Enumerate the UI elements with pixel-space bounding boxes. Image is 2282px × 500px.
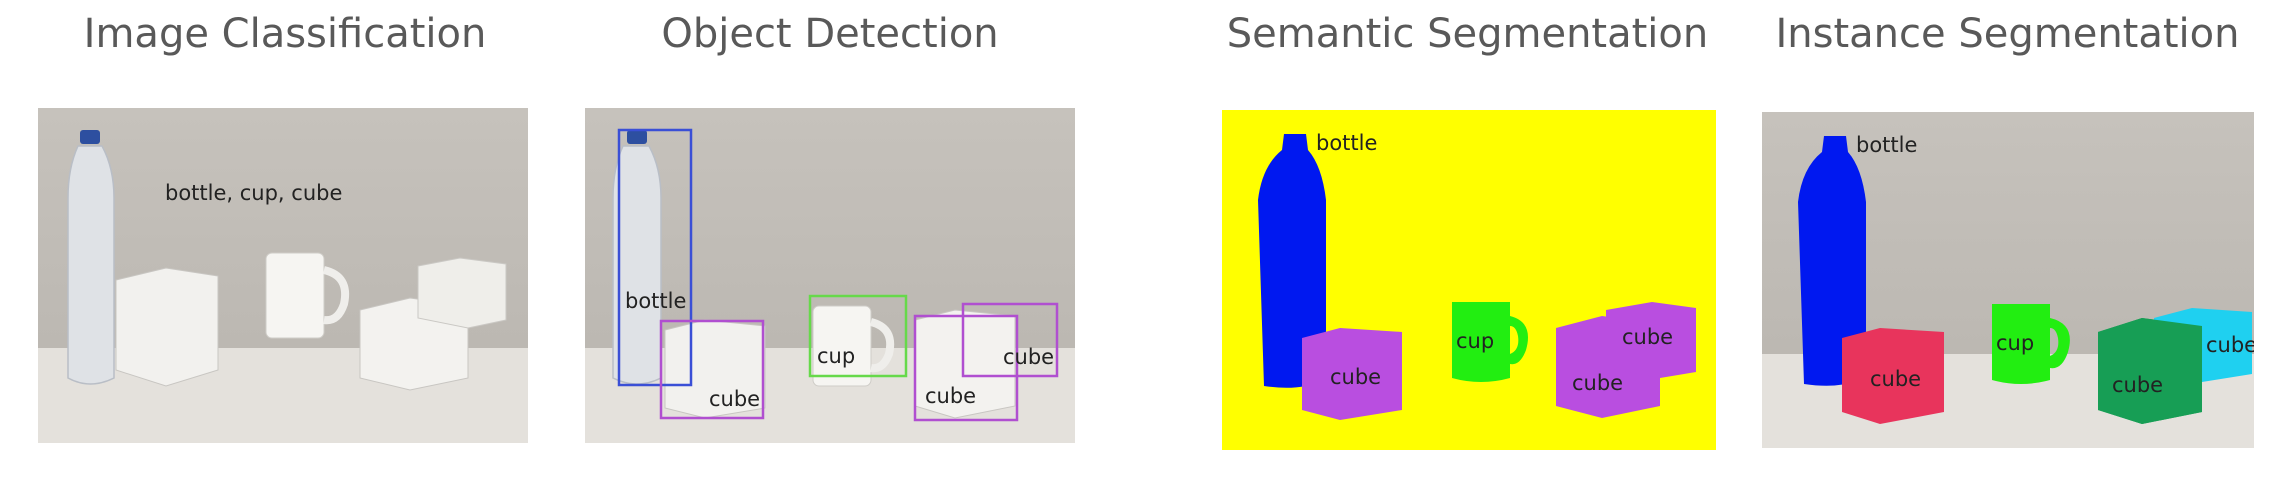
instance-label-cube-2: cube [2112,373,2163,397]
classification-label: bottle, cup, cube [165,181,342,205]
semantic-cube-3 [1606,302,1696,378]
semantic-cup [1452,302,1528,382]
semantic-label-bottle: bottle [1316,131,1377,155]
semantic-label-cube-1: cube [1330,365,1381,389]
detection-label-cube-1: cube [709,387,760,411]
bbox-cube-2 [913,314,1019,422]
semantic-label-cube-3: cube [1622,325,1673,349]
instance-cube-1 [1842,328,1944,424]
title-instance-segmentation: Instance Segmentation [1775,11,2240,57]
detection-label-bottle: bottle [625,289,686,313]
title-image-classification: Image Classification [83,11,487,57]
title-object-detection: Object Detection [661,11,999,57]
semantic-cube-1 [1302,328,1402,420]
instance-cup [1992,304,2070,384]
instance-bottle [1798,136,1866,386]
classification-photo: bottle, cup, cube [38,108,528,443]
bbox-cup [808,294,908,378]
semantic-segmentation-mask: bottle cube cup cube cube [1222,110,1716,450]
instance-segmentation-photo: bottle cube cup cube cube [1762,112,2254,448]
bbox-cube-3 [961,302,1059,378]
bbox-bottle [617,128,693,387]
semantic-bottle [1258,134,1326,388]
instance-label-cube-3: cube [2206,333,2254,357]
title-semantic-segmentation: Semantic Segmentation [1226,11,1709,57]
bbox-cube-1 [659,319,765,420]
detection-photo: bottle cube cup cube cube [585,108,1075,443]
instance-label-cube-1: cube [1870,367,1921,391]
semantic-label-cube-2: cube [1572,371,1623,395]
instance-label-cup: cup [1996,331,2034,355]
semantic-label-cup: cup [1456,329,1494,353]
detection-label-cube-2: cube [925,384,976,408]
detection-label-cup: cup [817,344,855,368]
instance-label-bottle: bottle [1856,133,1917,157]
detection-label-cube-3: cube [1003,345,1054,369]
